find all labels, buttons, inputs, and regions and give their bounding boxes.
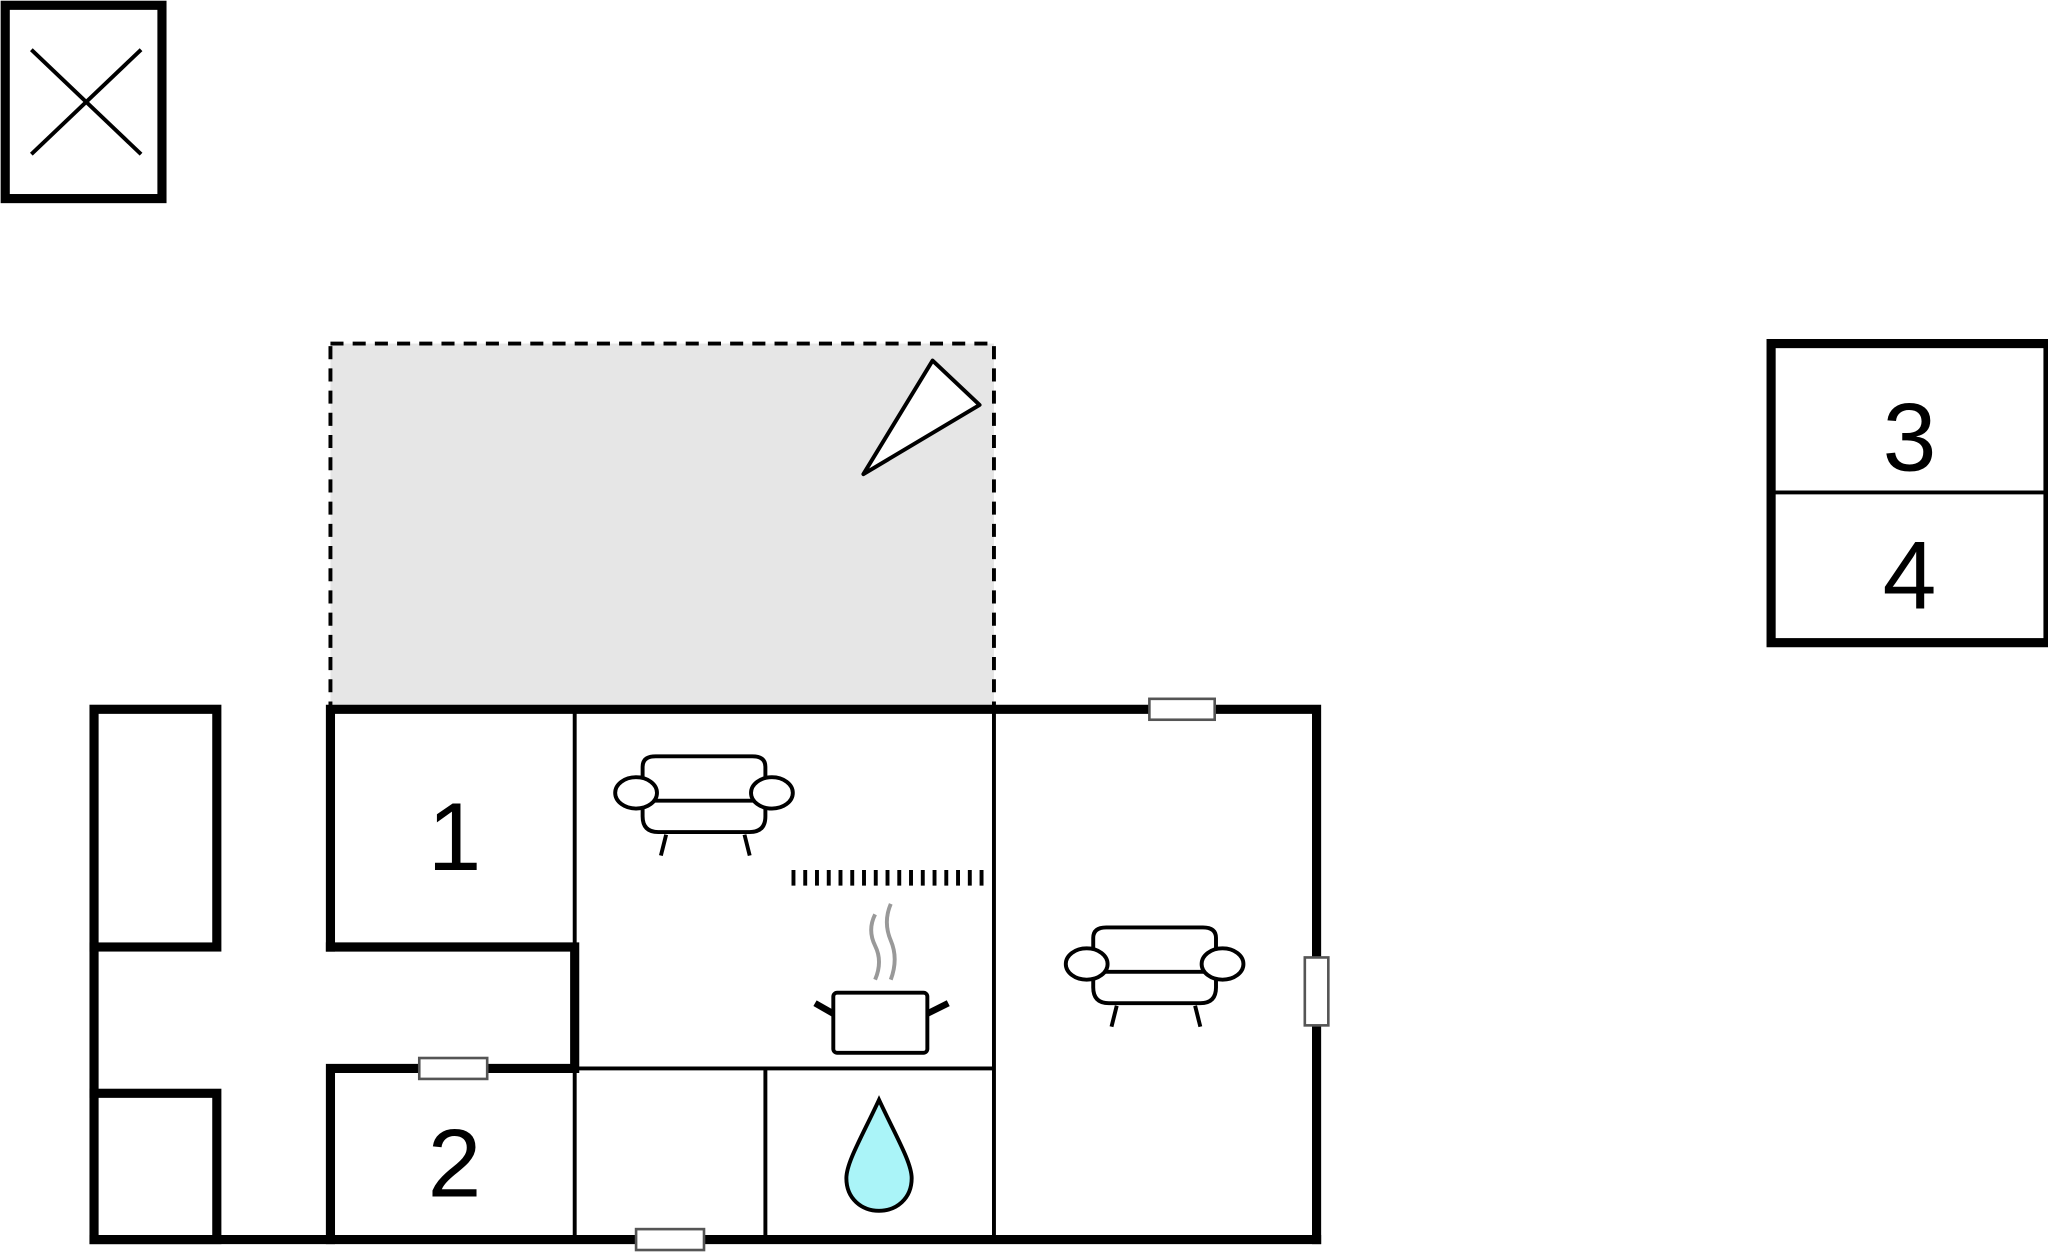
window-icon xyxy=(1148,697,1216,722)
sofa-icon xyxy=(613,754,795,857)
sofa-icon xyxy=(1063,925,1246,1028)
walls xyxy=(89,704,1322,1245)
room-1-label: 1 xyxy=(428,784,482,891)
water-drop-icon xyxy=(844,1095,914,1213)
legend-box: 3 4 xyxy=(1766,338,2048,648)
window-icon xyxy=(417,1056,489,1081)
window-icon xyxy=(634,1227,706,1252)
legend-lower-number: 4 xyxy=(1883,523,1937,630)
kitchen-pot-icon xyxy=(813,903,950,1055)
window-icon xyxy=(1303,956,1330,1027)
close-box-icon[interactable] xyxy=(0,0,167,204)
legend-upper-number: 3 xyxy=(1883,384,1937,491)
compass-north-icon xyxy=(861,358,982,477)
terrace xyxy=(328,341,996,712)
room-2-label: 2 xyxy=(428,1110,482,1217)
